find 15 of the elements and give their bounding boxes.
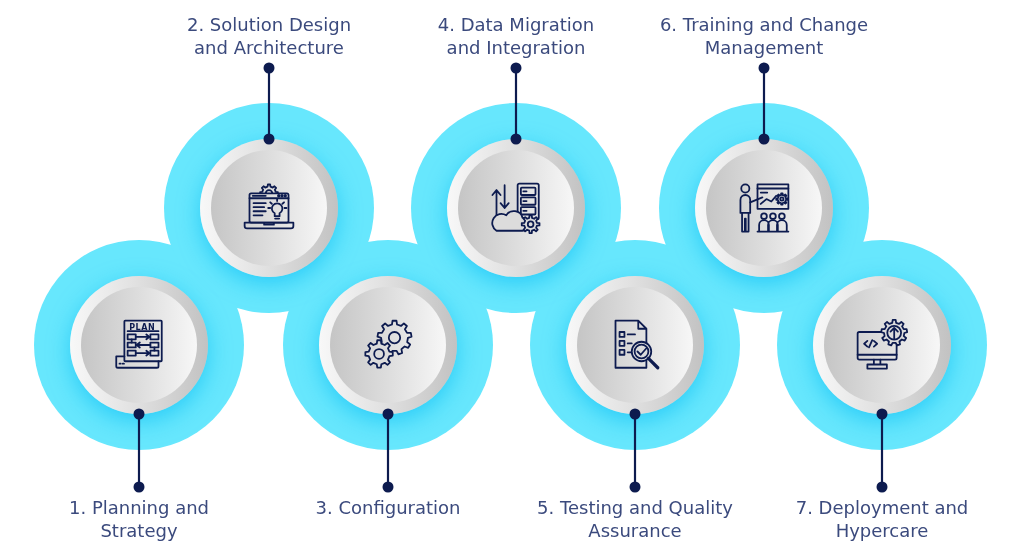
leader-line [382, 408, 394, 493]
step-label: 2. Solution Design and Architecture [178, 13, 360, 68]
step-label: 1. Planning and Strategy [51, 487, 227, 542]
leader-line [758, 62, 770, 145]
step-label: 7. Deployment and Hypercare [782, 487, 982, 542]
leader-line [876, 408, 888, 493]
leader-line [629, 408, 641, 493]
step-label: 4. Data Migration and Integration [425, 13, 607, 68]
leader-line [133, 408, 145, 493]
step-label: 3. Configuration [315, 487, 461, 519]
step-label: 5. Testing and Quality Assurance [512, 487, 758, 542]
icon-text: PLAN [129, 322, 156, 332]
leader-line [263, 62, 275, 145]
leader-line [510, 62, 522, 145]
step-label: 6. Training and Change Management [655, 13, 873, 68]
